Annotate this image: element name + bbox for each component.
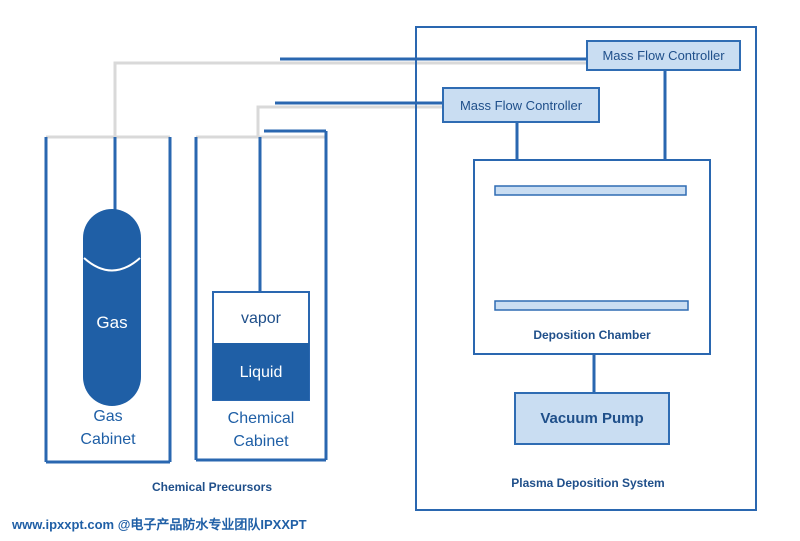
chemical-precursors-label: Chemical Precursors <box>151 480 273 494</box>
chemical-vessel <box>212 291 310 401</box>
chemical-cabinet <box>194 131 328 462</box>
deposition-chamber-label: Deposition Chamber <box>533 328 651 342</box>
chemical-cabinet-label-line1: Chemical <box>227 410 295 427</box>
top-electrode <box>494 185 687 196</box>
chemical-cabinet-label-line2: Cabinet <box>233 433 289 450</box>
gas-cabinet-label-line1: Gas <box>93 408 123 425</box>
supply-lines-shadow <box>46 61 588 139</box>
vapor-label: vapor <box>240 310 282 327</box>
gas-cylinder <box>83 209 141 406</box>
plasma-system-label: Plasma Deposition System <box>511 476 665 490</box>
mass-flow-controller-bottom: Mass Flow Controller <box>442 87 600 123</box>
mass-flow-controller-bottom-label: Mass Flow Controller <box>459 97 583 113</box>
watermark: www.ipxxpt.com @电子产品防水专业团队IPXXPT <box>12 517 307 532</box>
gas-cabinet <box>44 137 172 464</box>
bottom-electrode <box>494 300 689 311</box>
liquid-label: Liquid <box>239 364 283 381</box>
mass-flow-controller-top: Mass Flow Controller <box>586 40 741 71</box>
gas-cabinet-label-line2: Cabinet <box>80 431 136 448</box>
gas-label: Gas <box>96 313 128 332</box>
vacuum-pump-label: Vacuum Pump <box>540 410 644 427</box>
supply-lines <box>113 57 667 392</box>
vacuum-pump: Vacuum Pump <box>514 392 670 445</box>
mass-flow-controller-top-label: Mass Flow Controller <box>602 48 725 63</box>
plasma-system-frame <box>415 26 757 511</box>
